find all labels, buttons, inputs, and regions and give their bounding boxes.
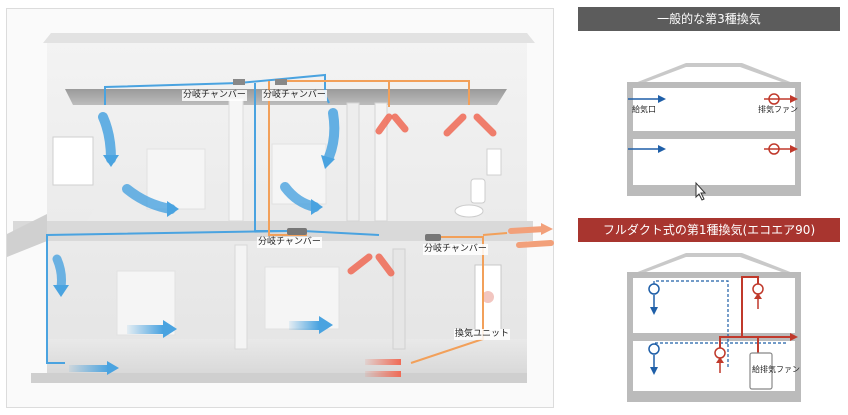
- upper-door: [271, 143, 327, 205]
- outdoor-exhaust-arrow: [508, 226, 548, 234]
- toilet-tank: [470, 178, 486, 204]
- upper-partition-1: [228, 98, 244, 222]
- flow-arrow-8: [69, 365, 109, 372]
- label-chamber-top-left: 分岐チャンバー: [182, 90, 247, 101]
- toilet: [454, 204, 484, 218]
- f-exhaust-arrow-lower-head: [716, 357, 724, 363]
- exhaust-arrow-7: [365, 359, 401, 365]
- g-foundation: [630, 185, 798, 193]
- full-duct-type1-diagram: [627, 253, 801, 402]
- general-type3-title: 一般的な第3種換気: [578, 7, 840, 31]
- lower-closet: [116, 270, 176, 336]
- comparison-panel: 一般的な第3種換気 給気口 排気ファン フルダクト式の第1種換気(エコエア90): [578, 7, 840, 409]
- label-chamber-top-right: 分岐チャンバー: [262, 90, 327, 101]
- flow-arrow-7-head: [319, 316, 333, 334]
- g-exhaust-arrow-lower-head: [790, 145, 798, 153]
- outdoor-intake-arrow: [516, 240, 554, 248]
- f-roof-inner: [638, 257, 790, 275]
- flow-arrow-2-head: [167, 201, 179, 217]
- f-ventilation-fan-unit: [749, 352, 773, 390]
- exhaust-arrow-4: [473, 113, 497, 137]
- exhaust-arrow-1: [375, 113, 393, 135]
- label-chamber-mid-right: 分岐チャンバー: [423, 244, 488, 255]
- upper-window: [52, 136, 94, 186]
- g-exhaust-arrow-upper-head: [790, 95, 798, 103]
- f-supply-vent-lower: [648, 343, 660, 355]
- f-exhaust-arrow-upper-head: [754, 293, 762, 299]
- foundation: [31, 373, 527, 383]
- f-exhaust-vent-lower: [714, 347, 726, 359]
- flow-arrow-8-head: [107, 361, 119, 375]
- roof-slab: [43, 33, 535, 43]
- outdoor-exhaust-arrow-head: [541, 223, 553, 235]
- flow-arrow-5-head: [53, 285, 69, 297]
- flow-arrow-6-head: [163, 320, 177, 338]
- upper-closet: [146, 148, 206, 210]
- exhaust-arrow-2: [391, 113, 409, 133]
- f-floor-slab: [630, 333, 798, 341]
- f-supply-vent-upper: [648, 283, 660, 295]
- ground-floor: [47, 339, 527, 373]
- label-ventilation-unit: 換気ユニット: [454, 329, 511, 340]
- flow-arrow-3-head: [321, 155, 335, 169]
- label-chamber-mid-left: 分岐チャンバー: [257, 237, 322, 248]
- exhaust-arrow-6: [375, 253, 395, 277]
- full-duct-type1-title: フルダクト式の第1種換気(エコエア90): [578, 218, 840, 242]
- lower-partition-1: [234, 244, 248, 350]
- chamber-fitting-3: [287, 228, 307, 235]
- g-supply-label: 給気口: [632, 105, 656, 114]
- cursor-icon: [695, 181, 707, 201]
- chamber-fitting-2: [275, 79, 287, 85]
- flow-arrow-1-head: [103, 155, 119, 167]
- flow-arrow-7: [289, 321, 319, 330]
- lower-door: [264, 266, 340, 330]
- exhaust-arrow-3: [443, 113, 467, 137]
- upper-cabinet: [486, 148, 502, 176]
- upper-partition-2: [346, 102, 360, 222]
- house-illustration: [7, 33, 554, 383]
- g-supply-arrow-upper-head: [658, 95, 666, 103]
- chamber-fitting-4: [425, 234, 441, 241]
- balcony: [7, 214, 47, 257]
- flow-arrow-4-head: [311, 199, 323, 215]
- g-floor-slab: [630, 131, 798, 139]
- f-exhaust-vent-upper: [752, 283, 764, 295]
- ventilation-unit-fan: [482, 291, 494, 303]
- house-illustration-panel: 分岐チャンバー 分岐チャンバー 分岐チャンバー 分岐チャンバー 換気ユニット: [6, 8, 554, 408]
- g-exhaust-label: 排気ファン: [758, 105, 798, 114]
- g-supply-arrow-lower-head: [658, 145, 666, 153]
- exhaust-arrow-5: [347, 253, 373, 275]
- f-exhaust-out-head: [790, 333, 798, 341]
- flow-arrow-6: [127, 325, 163, 334]
- flow-arrow-3: [324, 108, 340, 162]
- f-foundation: [630, 391, 798, 399]
- g-roof-inner: [638, 67, 790, 85]
- lower-partition-2: [392, 248, 406, 350]
- f-fan-label: 給排気ファン: [752, 365, 800, 374]
- chamber-fitting-1: [233, 79, 245, 85]
- f-supply-arrow-upper-head: [650, 307, 658, 315]
- exhaust-arrow-8: [365, 371, 401, 377]
- general-type3-diagram: [627, 63, 801, 201]
- flow-arrow-5: [52, 254, 66, 292]
- f-supply-arrow-lower-head: [650, 367, 658, 375]
